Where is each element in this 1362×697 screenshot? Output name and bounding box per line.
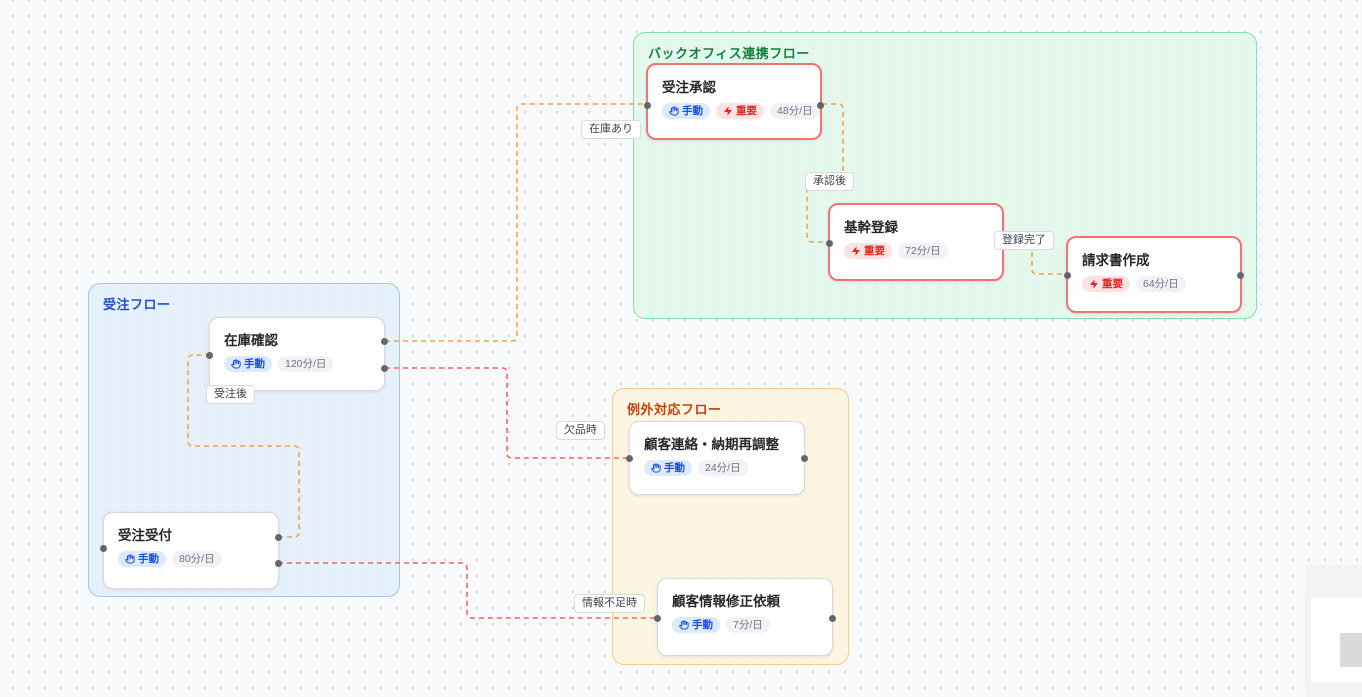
node-title: 顧客情報修正依頼 [672, 594, 780, 609]
handle-target-left[interactable] [644, 102, 651, 109]
manual-badge: 手動 [118, 551, 166, 567]
handle-source-right-bottom[interactable] [275, 560, 282, 567]
zap-icon [852, 246, 860, 256]
node-title: 基幹登録 [844, 220, 898, 235]
handle-source-right[interactable] [1237, 272, 1244, 279]
hand-icon [231, 359, 241, 369]
handle-target-left[interactable] [100, 545, 107, 552]
edge-label-after-order[interactable]: 受注後 [206, 385, 255, 404]
manual-badge-label: 手動 [682, 105, 703, 117]
handle-source-right[interactable] [829, 615, 836, 622]
zap-icon [1090, 279, 1098, 289]
badge-row: 重要 72分/日 [830, 236, 1002, 259]
handle-target-left[interactable] [206, 352, 213, 359]
node-order-approval[interactable]: 受注承認 手動 重要 48分/日 [644, 63, 824, 140]
node-title: 在庫確認 [224, 333, 278, 348]
time-badge: 48分/日 [770, 103, 820, 119]
minimap-node-rect [1340, 633, 1362, 667]
handle-source-right[interactable] [801, 455, 808, 462]
node-title: 受注受付 [118, 528, 172, 543]
time-badge: 7分/日 [726, 617, 770, 633]
badge-row: 手動 80分/日 [104, 544, 278, 567]
handle-target-left[interactable] [626, 455, 633, 462]
group-title: 受注フロー [103, 297, 171, 312]
badge-row: 手動 7分/日 [658, 610, 832, 633]
handle-target-left[interactable] [826, 240, 833, 247]
node-title: 請求書作成 [1082, 253, 1150, 268]
manual-badge: 手動 [662, 103, 710, 119]
time-badge: 64分/日 [1136, 276, 1186, 292]
edge-label-out-of-stock[interactable]: 欠品時 [556, 421, 605, 440]
badge-row: 重要 64分/日 [1068, 269, 1240, 292]
hand-icon [651, 463, 661, 473]
hand-icon [669, 106, 679, 116]
important-badge-label: 重要 [1102, 278, 1123, 290]
edge-in-stock[interactable] [385, 103, 647, 342]
important-badge-label: 重要 [736, 105, 757, 117]
edge-label-registration-done[interactable]: 登録完了 [994, 231, 1054, 250]
edge-label-in-stock[interactable]: 在庫あり [581, 120, 641, 139]
important-badge: 重要 [716, 103, 764, 119]
badge-row: 手動 重要 48分/日 [648, 96, 820, 119]
manual-badge-label: 手動 [244, 358, 265, 370]
minimap[interactable] [1305, 565, 1362, 697]
important-badge: 重要 [1082, 276, 1130, 292]
badge-row: 手動 120分/日 [210, 349, 384, 372]
important-badge-label: 重要 [864, 245, 885, 257]
node-inventory-check[interactable]: 在庫確認 手動 120分/日 [206, 317, 388, 391]
edge-insufficient-info[interactable] [278, 562, 657, 619]
handle-target-left[interactable] [654, 615, 661, 622]
edge-out-of-stock[interactable] [385, 367, 629, 459]
badge-row: 手動 24分/日 [630, 453, 804, 476]
time-badge: 72分/日 [898, 243, 948, 259]
time-badge: 120分/日 [278, 356, 334, 372]
group-title: バックオフィス連携フロー [648, 46, 810, 61]
edge-after-order[interactable] [187, 354, 300, 538]
manual-badge-label: 手動 [664, 462, 685, 474]
node-title: 顧客連絡・納期再調整 [644, 437, 779, 452]
manual-badge-label: 手動 [692, 619, 713, 631]
manual-badge: 手動 [672, 617, 720, 633]
manual-badge-label: 手動 [138, 553, 159, 565]
time-badge: 24分/日 [698, 460, 748, 476]
important-badge: 重要 [844, 243, 892, 259]
node-invoice-creation[interactable]: 請求書作成 重要 64分/日 [1064, 236, 1244, 313]
node-core-registration[interactable]: 基幹登録 重要 72分/日 [826, 203, 1006, 281]
hand-icon [679, 620, 689, 630]
handle-source-right[interactable] [817, 102, 824, 109]
handle-source-right-top[interactable] [275, 534, 282, 541]
hand-icon [125, 554, 135, 564]
manual-badge: 手動 [644, 460, 692, 476]
manual-badge: 手動 [224, 356, 272, 372]
group-title: 例外対応フロー [627, 402, 722, 417]
node-customer-info-fix[interactable]: 顧客情報修正依頼 手動 7分/日 [654, 578, 836, 656]
handle-target-left[interactable] [1064, 272, 1071, 279]
node-title: 受注承認 [662, 80, 716, 95]
zap-icon [724, 106, 732, 116]
handle-source-right-top[interactable] [381, 338, 388, 345]
handle-source-right-bottom[interactable] [381, 365, 388, 372]
node-order-reception[interactable]: 受注受付 手動 80分/日 [100, 512, 282, 589]
edge-label-after-approval[interactable]: 承認後 [805, 172, 854, 191]
time-badge: 80分/日 [172, 551, 222, 567]
node-customer-contact[interactable]: 顧客連絡・納期再調整 手動 24分/日 [626, 421, 808, 495]
edge-label-insufficient-info[interactable]: 情報不足時 [574, 594, 645, 613]
